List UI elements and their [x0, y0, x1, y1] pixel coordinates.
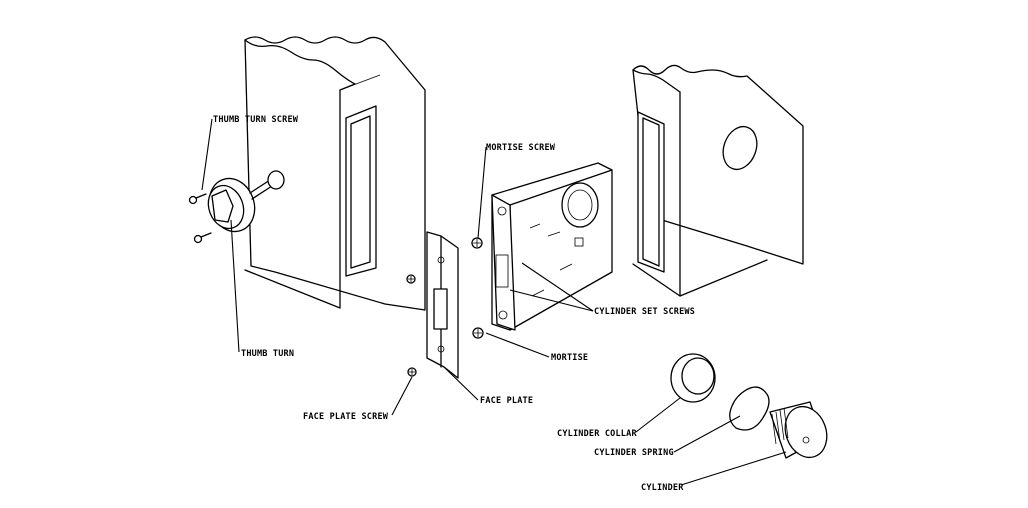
right-door-panel [632, 64, 804, 297]
leader-lines [201, 118, 787, 486]
label-cylinder: CYLINDER [641, 483, 684, 493]
cylinder [769, 401, 828, 459]
cylinder-set-screw [472, 327, 484, 339]
label-cylinder-collar: CYLINDER COLLAR [557, 429, 637, 439]
label-thumb-turn-screw: THUMB TURN SCREW [213, 115, 299, 125]
label-cylinder-set-screws: CYLINDER SET SCREWS [594, 307, 695, 317]
thumb-turn [207, 170, 285, 233]
cylinder-spring [729, 386, 770, 431]
thumb-turn-screw [188, 193, 212, 244]
left-door-panel [244, 36, 426, 311]
label-face-plate: FACE PLATE [480, 396, 533, 406]
label-mortise-screw: MORTISE SCREW [486, 143, 556, 153]
mortise [491, 162, 613, 331]
face-plate-screw [406, 274, 417, 377]
label-cylinder-spring: CYLINDER SPRING [594, 448, 674, 458]
face-plate [426, 231, 459, 379]
cylinder-collar [670, 353, 716, 403]
mortise-screw [471, 237, 483, 249]
label-mortise: MORTISE [551, 353, 588, 363]
label-face-plate-screw: FACE PLATE SCREW [303, 412, 389, 422]
label-thumb-turn: THUMB TURN [241, 349, 294, 359]
